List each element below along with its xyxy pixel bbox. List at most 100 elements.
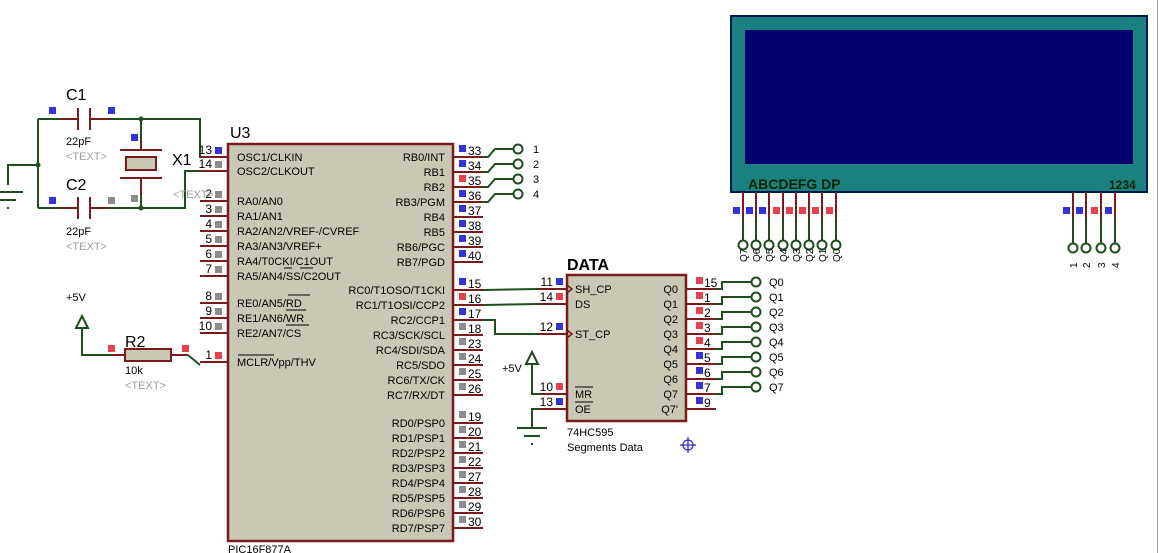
- digit-terminal[interactable]: [1080, 242, 1092, 254]
- scrollbar-edge[interactable]: [1157, 0, 1158, 553]
- display-segment-pin-Q2[interactable]: Q2: [799, 192, 816, 262]
- segment-terminal[interactable]: [790, 239, 802, 251]
- display-digit-pin-3[interactable]: 3: [1091, 192, 1108, 268]
- rb-terminal-4[interactable]: [512, 188, 524, 200]
- output-terminal-Q5[interactable]: [750, 351, 762, 363]
- capacitor-c1[interactable]: [49, 107, 115, 130]
- segment-terminal[interactable]: [737, 239, 749, 251]
- resistor-r2[interactable]: [108, 345, 189, 362]
- segment-terminal[interactable]: [777, 239, 789, 251]
- output-terminal-Q6[interactable]: [750, 366, 762, 378]
- pin-number: 17: [468, 307, 482, 321]
- display-segment-pin-Q4[interactable]: Q4: [773, 192, 790, 262]
- crystal-x1[interactable]: [120, 134, 162, 202]
- display-segment-pin-Q1[interactable]: Q1: [812, 192, 829, 262]
- output-terminal-Q0[interactable]: [750, 276, 762, 288]
- segment-terminal[interactable]: [750, 239, 762, 251]
- pin-state-marker: [459, 411, 466, 418]
- pin-number: 10: [199, 319, 213, 333]
- shift-register-pin-5[interactable]: 5Q5: [663, 351, 716, 371]
- pin-state-marker: [556, 323, 563, 330]
- display-digit-pin-1[interactable]: 1: [1063, 192, 1080, 268]
- display-segment-pin-Q6[interactable]: Q6: [746, 192, 763, 262]
- rb-terminal-3[interactable]: [512, 173, 524, 185]
- display-digit-pin-2[interactable]: 2: [1076, 192, 1093, 268]
- shift-register-pin-1[interactable]: 1Q1: [663, 291, 716, 311]
- rb-terminal-2[interactable]: [512, 158, 524, 170]
- segment-terminal[interactable]: [803, 239, 815, 251]
- shift-register-pin-4[interactable]: 4Q4: [663, 336, 716, 356]
- output-terminal-Q2[interactable]: [750, 306, 762, 318]
- shift-register-pin-2[interactable]: 2Q2: [663, 306, 716, 326]
- display-segment-pin-Q5[interactable]: Q5: [759, 192, 776, 262]
- pin-name: MR: [575, 389, 592, 401]
- digit-terminal[interactable]: [1095, 242, 1107, 254]
- segment-terminal[interactable]: [816, 239, 828, 251]
- output-terminal-Q3[interactable]: [750, 321, 762, 333]
- shift-register-pin-9[interactable]: 9Q7': [661, 396, 716, 416]
- digit-terminal[interactable]: [1109, 242, 1121, 254]
- segment-terminal[interactable]: [763, 239, 775, 251]
- shift-register-pin-7[interactable]: 7Q7: [663, 381, 716, 401]
- shift-register-pin-3[interactable]: 3Q3: [663, 321, 716, 341]
- output-terminal-Q7[interactable]: [750, 381, 762, 393]
- display-digit-pin-4[interactable]: 4: [1105, 192, 1122, 268]
- display-segment-pin-Q0[interactable]: Q0: [826, 192, 843, 262]
- output-terminal-Q4[interactable]: [750, 336, 762, 348]
- output-terminal-Q1[interactable]: [750, 291, 762, 303]
- display-segment-pin-Q3[interactable]: Q3: [786, 192, 803, 262]
- digit-terminal[interactable]: [1067, 242, 1079, 254]
- rb-terminal-1[interactable]: [512, 143, 524, 155]
- shift-register-pin-6[interactable]: 6Q6: [663, 366, 716, 386]
- segment-terminal[interactable]: [830, 239, 842, 251]
- display-segment-pin-Q7[interactable]: Q7: [733, 192, 750, 262]
- capacitor-c2[interactable]: [49, 197, 115, 219]
